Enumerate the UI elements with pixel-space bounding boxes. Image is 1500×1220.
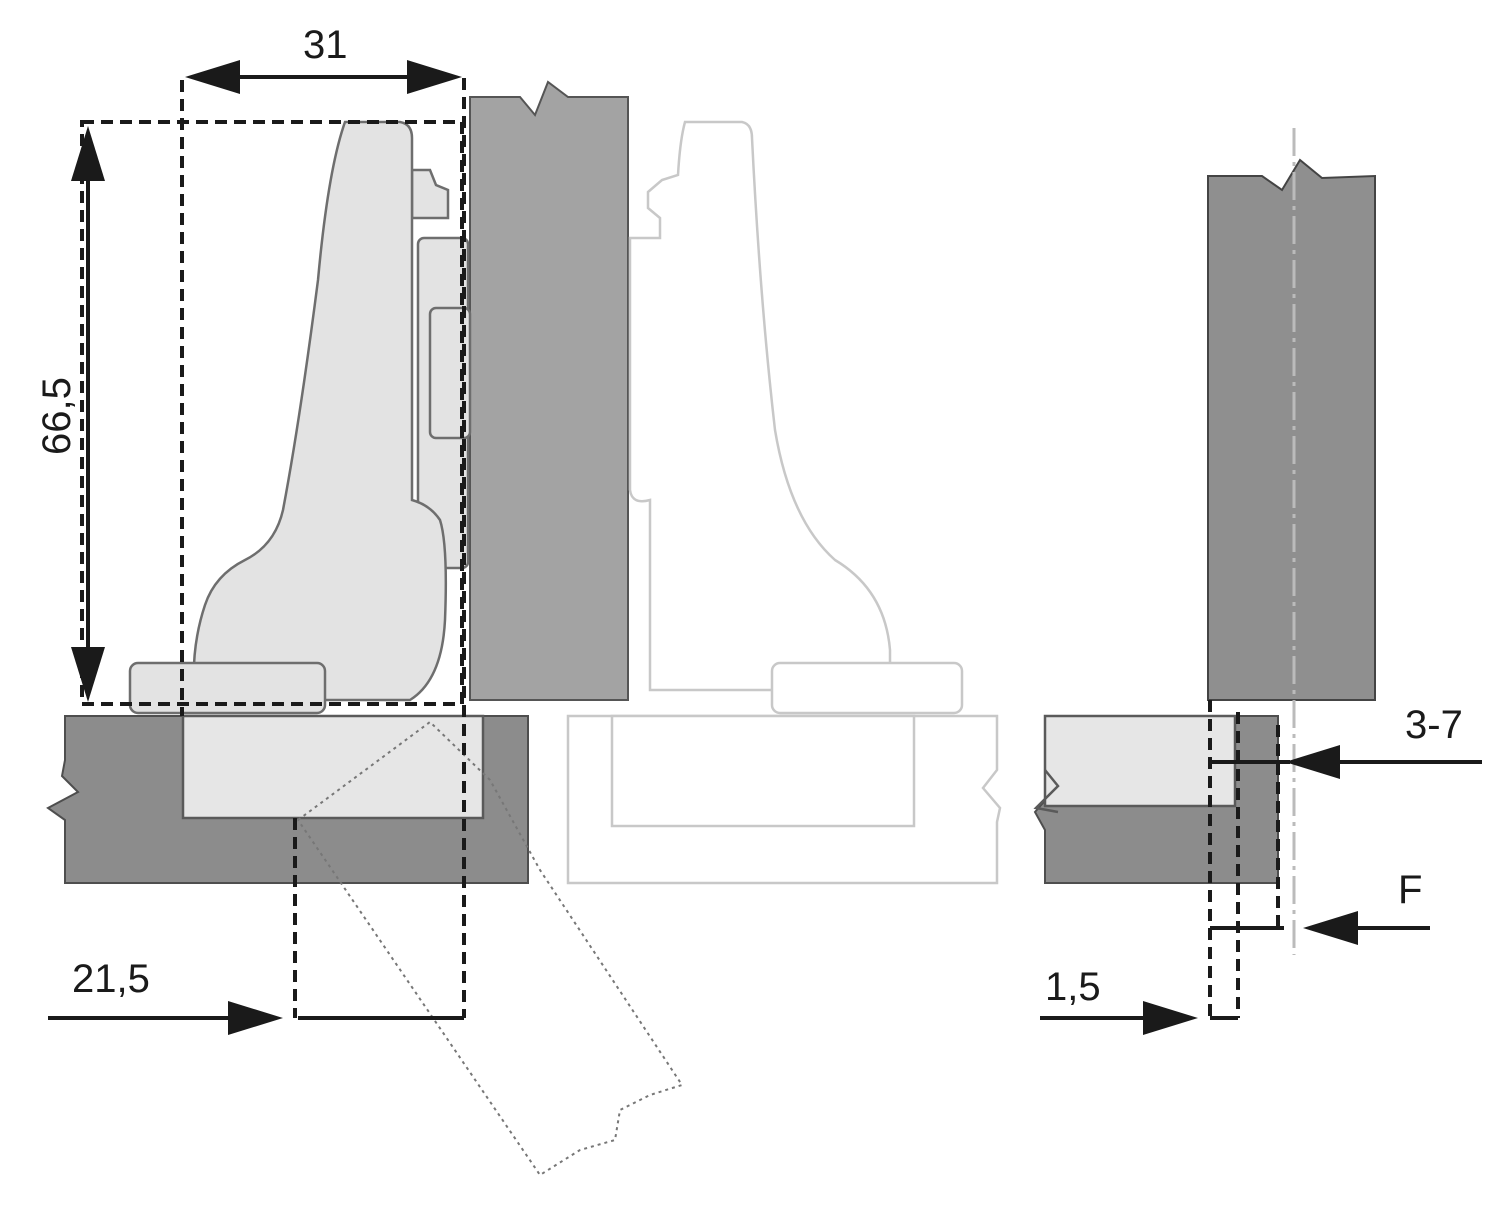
arrow-head-overlay: [1285, 745, 1340, 779]
ghost-hinge-arm: [628, 120, 892, 692]
arrow-head-edge: [1143, 1001, 1198, 1035]
arrow-head-height-top: [71, 126, 105, 181]
arrow-head-gap: [1303, 911, 1358, 945]
arrow-head-width-left: [185, 60, 240, 94]
hinge-cup: [181, 714, 485, 820]
arrow-head-height-bottom: [71, 647, 105, 702]
door-swing-path: [297, 720, 684, 1177]
ghost-cup: [610, 714, 916, 828]
hinge-base-block: [128, 661, 327, 715]
hinge-arm: [192, 120, 448, 702]
dim-offset-label: 21,5: [72, 957, 150, 1001]
dim-gap-label: F: [1398, 868, 1422, 912]
dim-box-height: [80, 120, 464, 706]
hinge-top-notch: [410, 168, 450, 220]
door-leaf-side: [1207, 158, 1376, 701]
arrow-head-width-right: [407, 60, 462, 94]
ghost-hinge-base: [770, 661, 964, 715]
arrow-head-offset: [228, 1001, 283, 1035]
dim-width-label: 31: [303, 23, 348, 67]
cabinet-break-side: [1033, 769, 1060, 814]
hinge-cup-side: [1043, 714, 1237, 808]
door-leaf: [469, 80, 629, 701]
dim-overlay-label: 3-7: [1405, 703, 1463, 747]
dim-edge-label: 1,5: [1045, 965, 1101, 1009]
dim-height-label: 66,5: [35, 377, 79, 455]
